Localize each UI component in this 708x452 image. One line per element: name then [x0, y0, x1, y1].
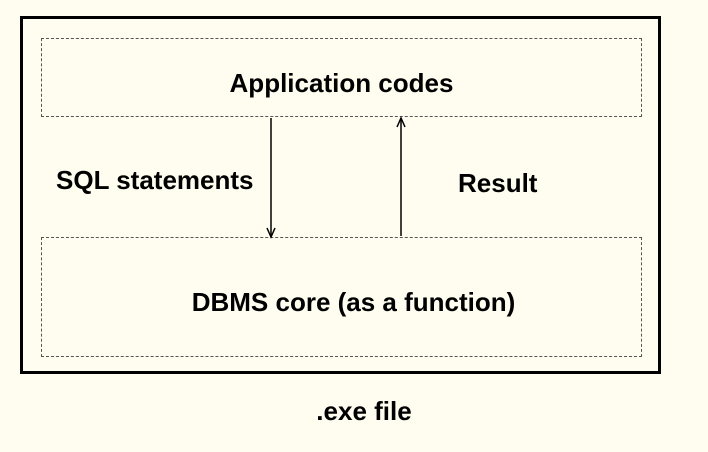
exe-file-frame: [20, 16, 661, 374]
exe-file-label: .exe file: [316, 396, 412, 426]
application-codes-label: Application codes: [229, 67, 454, 98]
application-codes-box: Application codes: [41, 38, 642, 117]
dbms-core-box: DBMS core (as a function): [41, 237, 642, 357]
dbms-core-label: DBMS core (as a function): [191, 287, 516, 317]
result-label: Result: [458, 168, 538, 198]
sql-statements-label: SQL statements: [56, 165, 254, 195]
